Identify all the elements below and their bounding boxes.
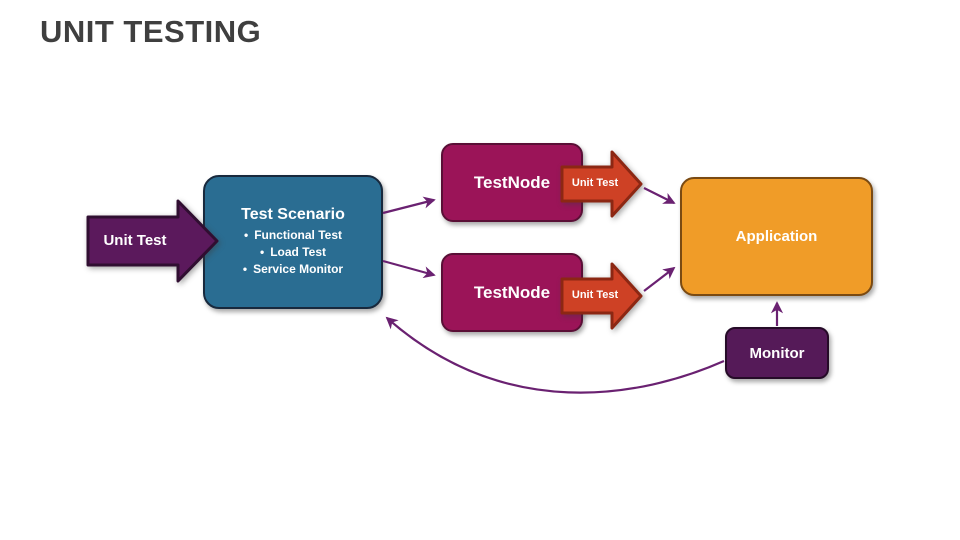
test-scenario-bullet-2: • Load Test [260, 244, 326, 261]
unit-test-arrow-label: Unit Test [103, 232, 167, 249]
testnode-label: TestNode [473, 282, 551, 302]
bullet-icon: • [242, 262, 248, 276]
testnode-box-1: TestNode [441, 143, 583, 222]
connector-arrow2-to-application [643, 266, 676, 292]
bullet-text: Service Monitor [253, 262, 344, 276]
testnode-box-2: TestNode [441, 253, 583, 332]
bullet-icon: • [260, 245, 265, 259]
connector-arrow1-to-application [643, 187, 676, 204]
unit-test-block-arrow [86, 199, 219, 283]
test-scenario-bullet-3: • Service Monitor [243, 261, 343, 278]
test-scenario-box: Test Scenario • Functional Test • Load Tes… [203, 175, 383, 309]
test-scenario-title: Test Scenario [241, 206, 345, 223]
connector-scenario-to-testnode1 [382, 196, 436, 215]
application-label: Application [735, 228, 818, 245]
bullet-text: Load Test [270, 245, 326, 259]
testnode-label: TestNode [473, 172, 551, 192]
monitor-label: Monitor [749, 344, 805, 362]
bullet-icon: • [244, 228, 249, 242]
connector-scenario-to-testnode2 [382, 259, 436, 279]
bullet-text: Functional Test [254, 228, 342, 242]
slide-title: UNIT TESTING [40, 14, 262, 49]
application-box: Application [680, 177, 873, 296]
test-scenario-bullet-1: • Functional Test [244, 227, 342, 244]
monitor-box: Monitor [725, 327, 829, 379]
